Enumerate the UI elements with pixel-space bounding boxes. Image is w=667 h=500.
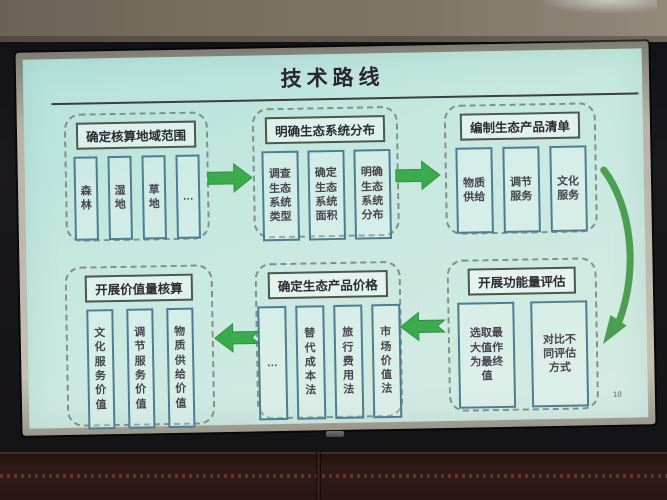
group-items: 文 化 服 务 价 值 调 节 服 务 价 值 物 质 供 给 价 值 bbox=[81, 301, 200, 439]
wood-panel-seam bbox=[316, 452, 321, 500]
group-items: 选取最 大值作 为最终 值 对比不 同评估 方式 bbox=[452, 293, 594, 418]
flow-cell: 对比不 同评估 方式 bbox=[530, 300, 590, 408]
group-header: 开展功能量评估 bbox=[467, 266, 576, 296]
group-value-accounting: 开展价值量核算 文 化 服 务 价 值 调 节 服 务 价 值 物 质 供 给 … bbox=[64, 264, 216, 430]
flow-cell: 替 代 成 本 法 bbox=[294, 305, 326, 420]
flow-cell: 草 地 bbox=[141, 155, 167, 240]
curved-arrow-icon bbox=[590, 162, 645, 351]
group-accounting-scope: 确定核算地域范围 森 林 湿 地 草 地 … bbox=[63, 111, 210, 242]
flow-cell: 旅 行 费 用 法 bbox=[332, 304, 364, 420]
page-number: 10 bbox=[612, 389, 622, 399]
flow-cell: 调节 服务 bbox=[501, 146, 541, 233]
group-items: 物质 供给 调节 服务 文化 服务 bbox=[450, 138, 593, 243]
group-function-evaluation: 开展功能量评估 选取最 大值作 为最终 值 对比不 同评估 方式 bbox=[446, 257, 600, 412]
wall-background bbox=[0, 0, 667, 42]
group-header: 编制生态产品清单 bbox=[459, 111, 581, 141]
flow-cell: 明确 生态 系统 分布 bbox=[352, 148, 392, 240]
group-product-inventory: 编制生态产品清单 物质 供给 调节 服务 文化 服务 bbox=[443, 102, 598, 235]
flow-arrow-left-icon bbox=[399, 308, 446, 345]
flow-cell: … bbox=[175, 154, 201, 239]
flow-cell: 确定 生态 系统 面积 bbox=[306, 149, 346, 241]
monitor-logo bbox=[326, 431, 344, 437]
flow-cell: 森 林 bbox=[73, 156, 99, 241]
flow-cell: 湿 地 bbox=[107, 155, 133, 241]
flow-cell: … bbox=[256, 305, 288, 421]
group-items: 调查 生态 系统 类型 确定 生态 系统 面积 明确 生态 系统 分布 bbox=[256, 142, 397, 251]
wood-panel bbox=[0, 452, 667, 500]
group-header: 开展价值量核算 bbox=[84, 273, 193, 303]
wood-panel-edge bbox=[0, 452, 667, 454]
group-items: … 替 代 成 本 法 旅 行 费 用 法 市 场 价 值 法 bbox=[252, 297, 407, 430]
flow-cell: 调查 生态 系统 类型 bbox=[260, 150, 300, 242]
flow-cell: 文化 服务 bbox=[548, 145, 588, 233]
flow-cell: 调 节 服 务 价 值 bbox=[125, 308, 155, 429]
group-header: 明确生态系统分布 bbox=[264, 115, 386, 145]
group-product-pricing: 确定生态产品价格 … 替 代 成 本 法 旅 行 费 用 法 市 场 价 值 法 bbox=[254, 260, 404, 421]
monitor-frame: 技术路线 确定核算地域范围 森 林 湿 地 草 地 … 明确生态系统分布 调查 … bbox=[15, 41, 656, 436]
flow-cell: 物质 供给 bbox=[454, 147, 494, 234]
slide-title: 技术路线 bbox=[280, 66, 385, 91]
flow-cell: 文 化 服 务 价 值 bbox=[85, 309, 115, 430]
flow-cell: 选取最 大值作 为最终 值 bbox=[457, 301, 517, 409]
group-ecosystem-distribution: 明确生态系统分布 调查 生态 系统 类型 确定 生态 系统 面积 明确 生态 系… bbox=[251, 105, 400, 242]
group-header: 确定生态产品价格 bbox=[267, 270, 389, 300]
flow-cell: 物 质 供 给 价 值 bbox=[165, 307, 195, 429]
flow-arrow-right-icon bbox=[207, 160, 254, 197]
slide: 技术路线 确定核算地域范围 森 林 湿 地 草 地 … 明确生态系统分布 调查 … bbox=[22, 48, 649, 430]
flow-arrow-right-icon bbox=[395, 157, 442, 194]
flow-cell: 市 场 价 值 法 bbox=[370, 303, 402, 419]
group-items: 森 林 湿 地 草 地 … bbox=[68, 147, 206, 249]
group-header: 确定核算地域范围 bbox=[75, 120, 197, 150]
flow-arrow-left-icon bbox=[213, 319, 261, 356]
wood-panel-stitching bbox=[0, 474, 667, 478]
